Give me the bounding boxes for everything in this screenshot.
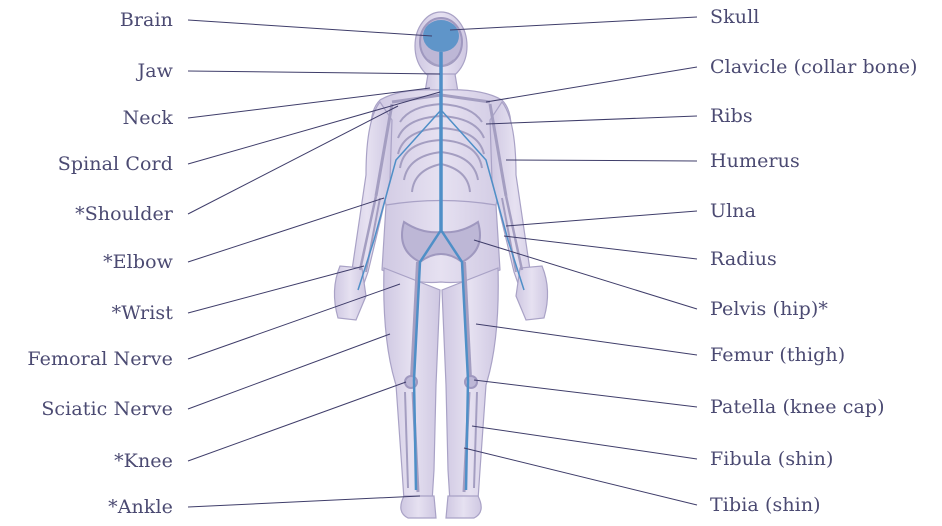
leader-line-humerus [506,160,697,161]
label-jaw: Jaw [137,60,173,82]
label-tibia-shin: Tibia (shin) [710,494,821,516]
leader-line-clavicle-collar-bone [486,67,697,102]
label-ulna: Ulna [710,200,756,222]
label-shoulder: *Shoulder [75,203,173,225]
leader-line-ribs [486,116,697,124]
label-femur-thigh: Femur (thigh) [710,344,845,366]
leader-line-skull [450,17,697,30]
leader-line-sciatic-nerve [188,334,390,409]
label-pelvis-hip: Pelvis (hip)* [710,298,828,320]
label-sciatic-nerve: Sciatic Nerve [41,398,173,420]
label-ankle: *Ankle [108,496,173,518]
label-humerus: Humerus [710,150,800,172]
label-knee: *Knee [114,450,173,472]
leader-line-femur-thigh [476,324,697,355]
leader-line-pelvis-hip [474,240,697,309]
leader-line-femoral-nerve [188,284,400,359]
label-radius: Radius [710,248,777,270]
label-brain: Brain [120,9,173,31]
leader-line-radius [504,236,697,259]
leader-line-patella-knee-cap [474,380,697,407]
label-clavicle-collar-bone: Clavicle (collar bone) [710,56,918,78]
label-femoral-nerve: Femoral Nerve [27,348,173,370]
leader-line-fibula-shin [472,426,697,459]
label-skull: Skull [710,6,759,28]
label-fibula-shin: Fibula (shin) [710,448,834,470]
label-patella-knee-cap: Patella (knee cap) [710,396,885,418]
label-wrist: *Wrist [112,302,173,324]
label-elbow: *Elbow [103,251,173,273]
leader-line-tibia-shin [464,448,697,505]
leader-line-ulna [506,211,697,226]
label-spinal-cord: Spinal Cord [58,153,173,175]
leader-line-jaw [188,71,440,74]
leader-line-ankle [188,496,420,507]
label-ribs: Ribs [710,105,753,127]
label-neck: Neck [123,107,173,129]
leader-line-brain [188,20,432,36]
leader-line-knee [188,382,406,461]
